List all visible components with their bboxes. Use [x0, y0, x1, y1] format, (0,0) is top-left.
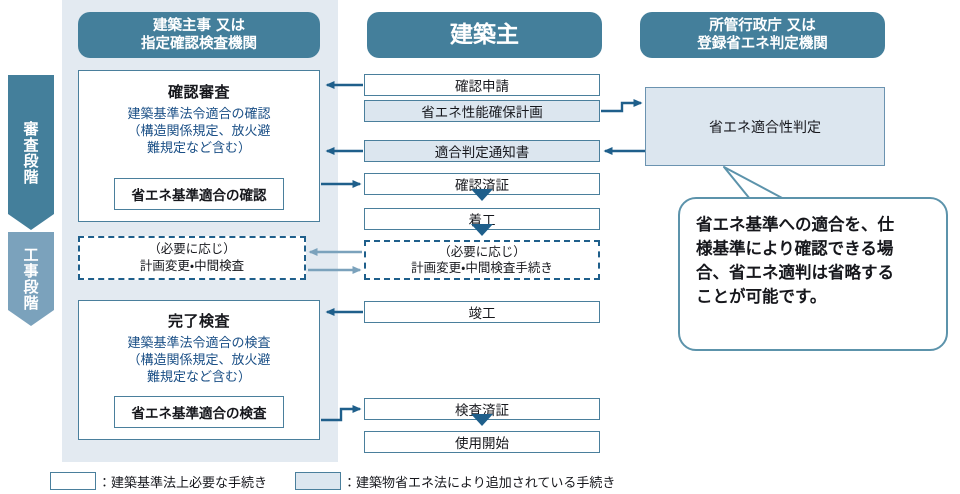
inner-box-energy-standard-inspection: 省エネ基準適合の検査 — [114, 396, 284, 428]
flow-box-construction-completion: 竣工 — [364, 301, 600, 323]
column-header-building-owner: 建築主 — [367, 12, 602, 58]
box-completion-inspection-title: 完了検査 — [167, 312, 230, 330]
box-optional-plan-change-center: （必要に応じ） 計画変更・中間検査手続き — [364, 240, 600, 280]
optional-center-line2: 計画変更・中間検査手続き — [411, 260, 553, 275]
stage-banner-review: 審査段階 — [8, 75, 54, 230]
optional-center-line1: （必要に応じ） — [438, 243, 526, 259]
desc-line-2: （構造関係規定、放火避 — [127, 353, 271, 369]
legend-swatch-white — [50, 472, 96, 490]
box-completion-inspection-description: 建築基準法令適合の検査 （構造関係規定、放火避 難規定など含む） — [127, 335, 270, 386]
callout-balloon: 省エネ基準への適合を、仕 様基準により確認できる場 合、省エネ適判は省略する こ… — [678, 166, 948, 351]
legend-label-0: ：建築基準法上必要な手続き — [98, 475, 268, 491]
box-confirmation-review: 確認審査 建築基準法令適合の確認 （構造関係規定、放火避 難規定など含む） 省エ… — [78, 70, 320, 222]
desc-line-2: （構造関係規定、放火避 — [127, 124, 271, 140]
callout-text: 省エネ基準への適合を、仕 様基準により確認できる場 合、省エネ適判は省略する こ… — [678, 197, 948, 351]
optional-left-line1: （必要に応じ） — [148, 241, 236, 257]
desc-line-3: 難規定など含む） — [146, 141, 251, 157]
flow-box-energy-performance-plan: 省エネ性能確保計画 — [364, 100, 600, 122]
box-optional-plan-change-left: （必要に応じ） 計画変更・中間検査 — [78, 236, 306, 280]
optional-left-line2: 計画変更・中間検査 — [139, 258, 245, 273]
inner-box-energy-standard-confirmation: 省エネ基準適合の確認 — [114, 178, 284, 210]
column-header-building-official: 建築主事 又は 指定確認検査機関 — [78, 12, 320, 58]
desc-line-1: 建築基準法令適合の確認 — [127, 107, 271, 122]
desc-line-3: 難規定など含む） — [146, 370, 251, 386]
pill-right-line2: 登録省エネ判定機関 — [697, 36, 828, 52]
pill-left-line2: 指定確認検査機関 — [141, 36, 257, 52]
down-arrow-to-optional-step — [471, 224, 493, 236]
flow-box-conformity-notice: 適合判定通知書 — [364, 140, 600, 162]
box-confirmation-review-description: 建築基準法令適合の確認 （構造関係規定、放火避 難規定など含む） — [127, 106, 270, 157]
column-header-administrative-agency: 所管行政庁 又は 登録省エネ判定機関 — [640, 12, 885, 58]
flow-box-start-of-use: 使用開始 — [364, 431, 600, 453]
flow-box-confirmation-application: 確認申請 — [364, 74, 600, 96]
pill-right-line1: 所管行政庁 又は — [709, 17, 816, 34]
legend-swatch-tinted — [295, 472, 342, 490]
callout-line4: ことが可能です。 — [696, 286, 827, 306]
callout-line2: 様基準により確認できる場 — [696, 238, 894, 258]
box-energy-conformity-determination: 省エネ適合性判定 — [645, 87, 885, 166]
callout-line1: 省エネ基準への適合を、仕 — [696, 215, 894, 234]
callout-line3: 合、省エネ適判は省略する — [696, 262, 894, 282]
legend-label-1: ：建築物省エネ法により追加されている手続き — [343, 475, 616, 491]
legend: ：建築基準法上必要な手続き ：建築物省エネ法により追加されている手続き — [50, 470, 750, 492]
desc-line-1: 建築基準法令適合の検査 — [127, 336, 271, 351]
down-arrow-to-start-of-use — [471, 414, 493, 426]
stage-banner-construction: 工事段階 — [8, 232, 54, 326]
box-confirmation-review-title: 確認審査 — [167, 83, 230, 101]
box-completion-inspection: 完了検査 建築基準法令適合の検査 （構造関係規定、放火避 難規定など含む） 省エ… — [78, 300, 320, 440]
down-arrow-to-construction-start — [471, 189, 493, 201]
pill-left-line1: 建築主事 又は — [152, 17, 246, 34]
